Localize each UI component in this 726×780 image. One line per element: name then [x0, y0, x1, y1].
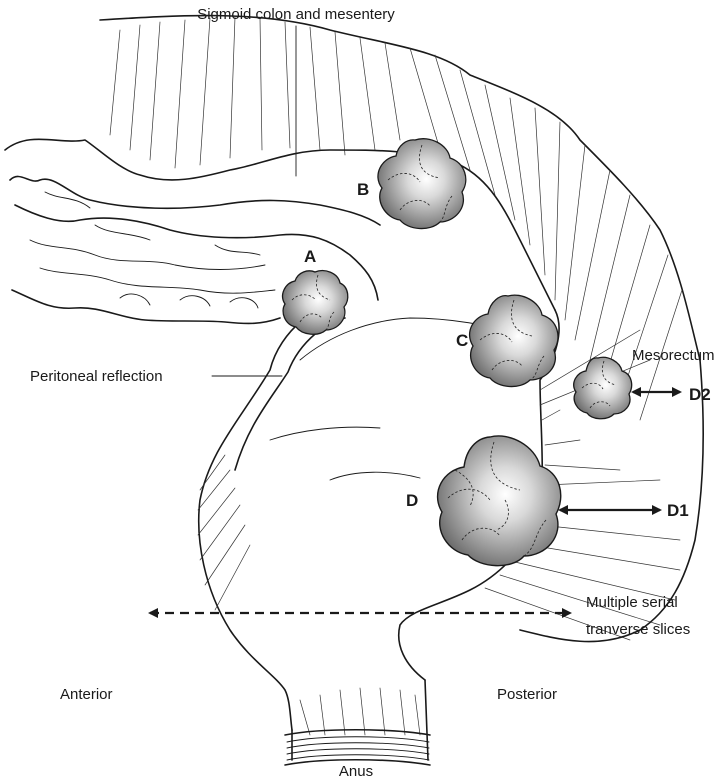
tumor-b	[378, 139, 466, 229]
tumor-c-label: C	[456, 331, 468, 350]
sigmoid-label: Sigmoid colon and mesentery	[197, 6, 395, 23]
slices-label-line1: Multiple serial	[586, 594, 678, 611]
anus-label: Anus	[339, 763, 373, 780]
anterior-label: Anterior	[60, 686, 113, 703]
posterior-label: Posterior	[497, 686, 557, 703]
mesorectum-label: Mesorectum	[632, 347, 715, 364]
tumor-a-label: A	[304, 247, 316, 266]
d2-label: D2	[689, 385, 711, 404]
slices-label-line2: tranverse slices	[586, 621, 690, 638]
tumor-b-label: B	[357, 180, 369, 199]
tumor-c	[470, 295, 558, 386]
sigmoid-colon	[5, 139, 555, 323]
tumor-d2	[574, 357, 632, 418]
d1-label: D1	[667, 501, 689, 520]
tumor-a	[283, 271, 348, 335]
peritoneal-label: Peritoneal reflection	[30, 368, 163, 385]
tumor-d-label: D	[406, 491, 418, 510]
